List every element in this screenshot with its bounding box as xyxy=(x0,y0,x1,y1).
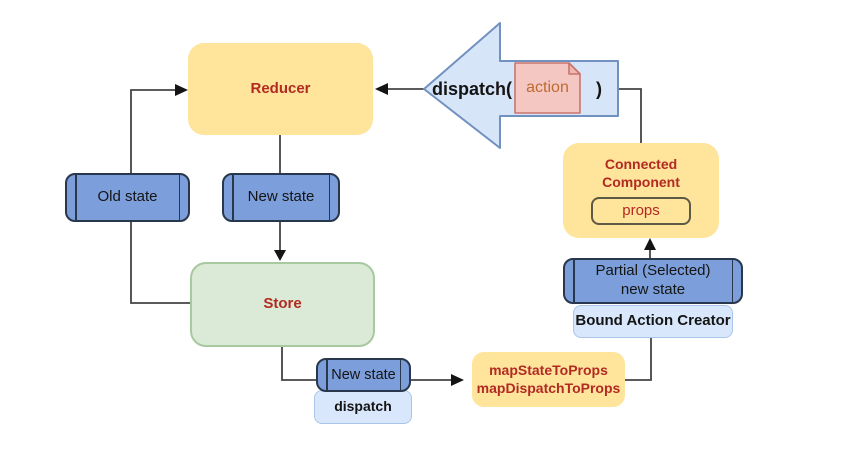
reducer-node: Reducer xyxy=(188,43,373,135)
connected-component-node: Connected Component props xyxy=(563,143,719,238)
props-label: props xyxy=(622,201,660,219)
partial-new-state-line2: new state xyxy=(620,281,686,298)
map-props-node: mapStateToProps mapDispatchToProps xyxy=(472,352,625,407)
new-state-top-node: New state xyxy=(222,173,340,222)
connector-map-to-partial xyxy=(625,338,652,381)
arrowhead-into-component xyxy=(644,238,656,250)
props-box: props xyxy=(591,197,691,225)
connected-component-line1: Connected xyxy=(604,156,678,172)
arrowhead-into-reducer-right xyxy=(375,83,388,95)
action-note-fold xyxy=(568,62,581,75)
dispatch-function-label: dispatch xyxy=(334,398,392,415)
partial-new-state-line1: Partial (Selected) xyxy=(595,262,711,280)
old-state-label: Old state xyxy=(97,188,158,206)
map-state-to-props-label: mapStateToProps xyxy=(489,362,608,378)
dispatch-call-suffix: ) xyxy=(596,78,602,99)
action-note-icon xyxy=(514,62,581,114)
map-dispatch-to-props-label: mapDispatchToProps xyxy=(476,379,621,396)
old-state-node: Old state xyxy=(65,173,190,222)
bound-action-creator-label: Bound Action Creator xyxy=(575,312,731,330)
connector-component-to-dispatch xyxy=(619,88,642,143)
store-node: Store xyxy=(190,262,375,347)
new-state-bottom-node: New state xyxy=(316,358,411,392)
dispatch-call-prefix: dispatch( xyxy=(431,78,512,99)
dispatch-function-node: dispatch xyxy=(314,390,412,424)
bound-action-creator-node: Bound Action Creator xyxy=(573,305,733,338)
new-state-top-label: New state xyxy=(247,188,315,206)
store-label: Store xyxy=(263,295,302,313)
partial-new-state-node: Partial (Selected) new state xyxy=(563,258,743,304)
arrowhead-into-map xyxy=(451,374,464,386)
reducer-label: Reducer xyxy=(250,79,311,97)
connected-component-line2: Component xyxy=(602,173,680,190)
arrowhead-into-reducer-left xyxy=(175,84,188,96)
arrowhead-into-store-top xyxy=(274,250,286,261)
action-note-label: action xyxy=(526,79,569,96)
new-state-bottom-label: New state xyxy=(331,366,396,383)
